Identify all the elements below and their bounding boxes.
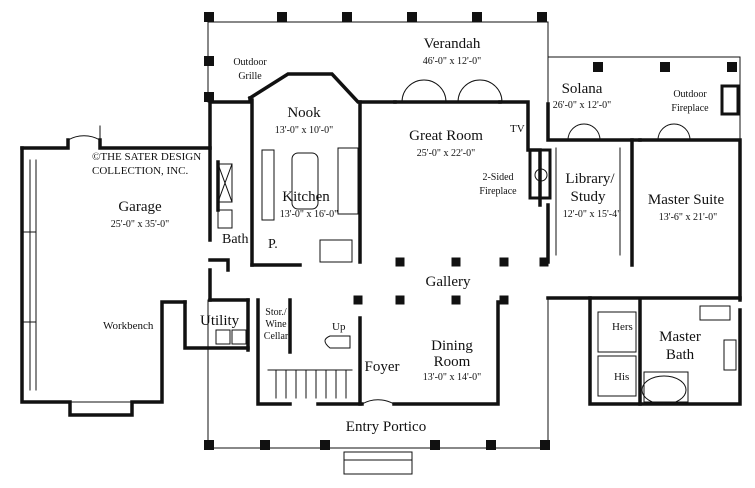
dining-dim: 13'-0" x 14'-0" <box>422 372 482 383</box>
hers-label: Hers <box>612 321 633 333</box>
fireplace-line1: 2-Sided <box>482 172 514 183</box>
outdoor-fireplace-line2: Fireplace <box>671 103 709 114</box>
copyright-line1: ©THE SATER DESIGN <box>92 151 202 163</box>
solana-doors <box>567 123 691 141</box>
garage-dim: 25'-0" x 35'-0" <box>110 219 170 230</box>
library-line2: Study <box>570 189 606 205</box>
bath-label: Bath <box>222 232 249 247</box>
dining-line1: Dining <box>431 338 473 354</box>
kitchen-dim: 13'-0" x 16'-0" <box>279 209 339 220</box>
dining-line2: Room <box>433 354 471 370</box>
garage-walls <box>20 138 212 417</box>
verandah-posts <box>204 12 737 450</box>
master-suite-label: Master Suite <box>647 192 725 208</box>
foyer-label: Foyer <box>364 359 400 375</box>
master-bath-fixtures <box>597 305 737 405</box>
nook-label: Nook <box>287 105 321 121</box>
stair <box>267 335 395 405</box>
great-room-label: Great Room <box>409 128 483 144</box>
stor-wine-line1: Stor./ <box>265 307 287 318</box>
library-dim: 12'-0" x 15'-4" <box>562 209 622 220</box>
library-walls <box>546 102 742 302</box>
tv-label: TV <box>510 123 525 135</box>
fireplace-detail <box>534 168 548 182</box>
great-room-walls <box>358 100 542 264</box>
outdoor-grille-line2: Grille <box>238 71 262 82</box>
garage-side-door <box>67 125 101 141</box>
outdoor-grille-line1: Outdoor <box>233 57 267 68</box>
up-label: Up <box>332 321 346 333</box>
library-bookshelf <box>555 147 621 256</box>
outdoor-fireplace-line1: Outdoor <box>673 89 707 100</box>
workbench-label: Workbench <box>103 320 154 332</box>
kitchen-fixtures <box>217 147 359 263</box>
verandah-doors <box>401 79 503 103</box>
pantry-label: P. <box>268 237 278 252</box>
his-label: His <box>614 371 630 383</box>
master-suite-dim: 13'-6" x 21'-0" <box>658 212 718 223</box>
utility-label: Utility <box>200 313 240 329</box>
library-line1: Library/ <box>565 171 615 187</box>
garage-label: Garage <box>118 199 162 215</box>
outdoor-fireplace-box <box>720 84 740 116</box>
foyer-dining-walls <box>256 298 500 406</box>
solana-label: Solana <box>561 81 603 97</box>
gallery-label: Gallery <box>425 274 471 290</box>
fireplace-line2: Fireplace <box>479 186 517 197</box>
nook-dim: 13'-0" x 10'-0" <box>274 125 334 136</box>
utility-walls <box>183 258 250 352</box>
verandah-dim: 46'-0" x 12'-0" <box>422 56 482 67</box>
solana-dim: 26'-0" x 12'-0" <box>552 100 612 111</box>
garage-door-lines <box>21 159 133 403</box>
gallery-columns <box>353 257 549 305</box>
kitchen-label: Kitchen <box>282 189 330 205</box>
master-bath-line2: Bath <box>665 347 695 363</box>
fireplace <box>528 148 552 200</box>
entry-portico-label: Entry Portico <box>345 419 427 435</box>
stor-wine-line2: Wine <box>265 319 287 330</box>
stor-wine-line3: Cellar <box>263 331 289 342</box>
verandah-label: Verandah <box>423 36 481 52</box>
great-room-dim: 25'-0" x 22'-0" <box>416 148 476 159</box>
copyright-line2: COLLECTION, INC. <box>92 165 189 177</box>
utility-fixtures <box>215 209 247 345</box>
master-bath-line1: Master <box>659 329 701 345</box>
